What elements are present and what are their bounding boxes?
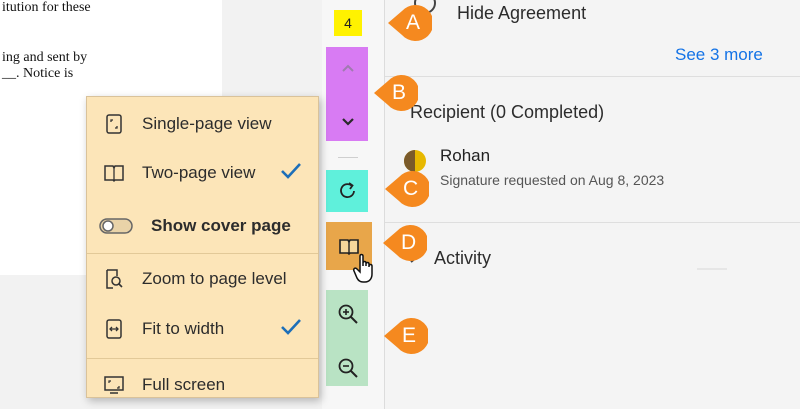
toolbar-divider [338,157,358,158]
menu-item-label: Show cover page [151,216,291,235]
toggle-icon[interactable] [99,215,133,237]
next-page-button[interactable] [334,110,362,134]
menu-divider [87,253,318,254]
page-number-value: 4 [344,15,352,31]
menu-item-label: Full screen [142,375,226,394]
checkmark-icon [280,162,302,185]
chevron-up-icon [342,64,354,72]
rotate-button[interactable] [334,177,362,205]
zoom-page-icon [103,268,125,290]
page-number-field[interactable]: 4 [334,10,362,36]
callout-c: C [385,169,429,209]
document-text-line: ing and sent by [2,50,88,65]
prev-page-button[interactable] [334,56,362,80]
zoom-out-button[interactable] [334,354,362,382]
divider [697,268,727,270]
rotate-icon [340,182,355,199]
menu-item-single-page-view[interactable]: Single-page view [87,102,318,146]
checkmark-icon [280,318,302,341]
menu-item-zoom-to-page-level[interactable]: Zoom to page level [87,257,318,301]
menu-item-two-page-view[interactable]: Two-page view [87,151,318,195]
menu-item-fit-to-width[interactable]: Fit to width [87,307,318,351]
chevron-down-icon [342,118,354,126]
single-page-icon [103,113,125,135]
section-divider [385,222,800,223]
page-view-menu: Single-page view Two-page view Show cove… [86,96,319,398]
menu-item-label: Zoom to page level [142,269,287,288]
callout-label: B [392,81,407,104]
callout-label: C [403,177,419,200]
recipient-name: Rohan [440,146,491,165]
callout-b: B [374,73,418,113]
zoom-in-button[interactable] [334,300,362,328]
menu-item-label: Fit to width [142,319,225,338]
callout-label: D [401,231,417,254]
zoom-out-icon [338,358,358,378]
page-nav-group [326,47,368,141]
callout-label: E [402,324,417,347]
hand-cursor-icon [353,253,373,283]
section-divider [385,76,800,77]
menu-item-show-cover-page[interactable]: Show cover page [87,204,318,248]
recipient-status: Signature requested on Aug 8, 2023 [440,172,665,188]
two-page-icon [103,162,125,184]
callout-d: D [383,223,427,263]
hide-agreement-label: Hide Agreement [457,3,587,23]
activity-section[interactable]: Activity [434,248,492,268]
rotate-group [326,170,368,212]
full-screen-icon [103,374,125,396]
page-view-button[interactable] [334,232,364,260]
document-text-line: itution for these [2,0,91,15]
menu-item-label: Two-page view [142,163,256,182]
callout-label: A [406,11,421,34]
document-text-line: __. Notice is [2,66,74,81]
menu-item-full-screen[interactable]: Full screen [87,363,318,407]
zoom-in-icon [338,304,358,324]
two-page-view-icon [339,239,359,256]
menu-item-label: Single-page view [142,114,272,133]
callout-a: A [388,3,432,43]
fit-width-icon [103,318,125,340]
recipient-status-icon [404,150,426,172]
recipient-header: Recipient (0 Completed) [410,102,605,122]
menu-divider [87,358,318,359]
callout-e: E [384,316,428,356]
see-more-link[interactable]: See 3 more [675,45,763,64]
agreement-panel [385,0,800,409]
